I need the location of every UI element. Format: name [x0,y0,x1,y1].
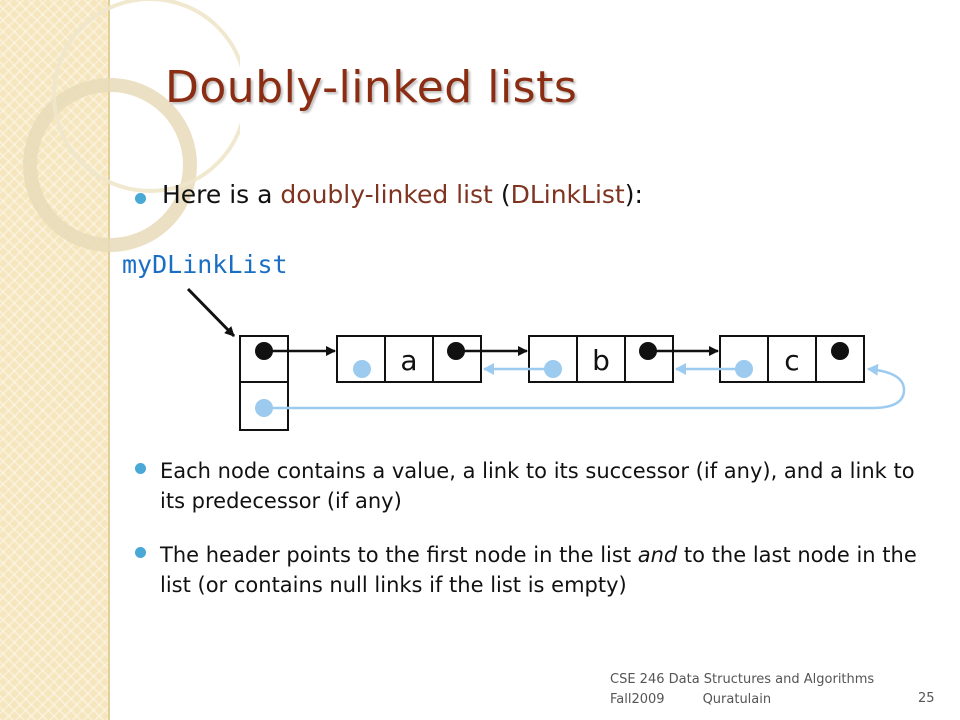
node-a: a [336,335,482,383]
bullet-intro-suffix: ): [624,180,643,209]
bullet-intro-middle: ( [492,180,511,209]
node-a-value-cell [384,335,434,383]
name-pointer-arrow [186,287,236,338]
header-last-dot [255,399,273,417]
footer-term: Fall2009 [610,692,665,707]
node-a-prev-dot [353,360,371,378]
header-to-c-arrow [270,363,906,410]
node-b-next-dot [639,342,657,360]
node-c-value-cell [767,335,817,383]
list-name-label: myDLinkList [122,250,288,279]
node-b: b [528,335,674,383]
bullet-intro-term: doubly-linked list [280,180,493,209]
node-c-label: c [784,344,799,377]
node-b-prev-dot [544,360,562,378]
bullet-header-part2: to the last node in the list (or contain… [160,543,917,597]
page-number: 25 [918,691,935,706]
node-c-prev-dot [735,360,753,378]
footer-course: CSE 246 Data Structures and Algorithms [610,672,875,687]
node-b-label: b [592,344,610,377]
decorative-sidebar [0,0,110,720]
bullet-header-part1: The header points to the first node in t… [160,543,638,567]
bullet-marker-1 [135,193,146,204]
slide-footer: CSE 246 Data Structures and Algorithms F… [610,670,880,710]
bullet-marker-2 [135,463,146,474]
node-b-next-cell [624,335,674,383]
bullet-intro-prefix: Here is a [162,180,281,209]
node-c: c [719,335,865,383]
bullet-marker-3 [135,547,146,558]
footer-author: Quratulain [702,692,772,707]
bullet-header-emphasis: and [637,543,678,567]
bullet-intro: Here is a doubly-linked list (DLinkList)… [162,180,643,209]
header-first-dot [255,342,273,360]
bullet-header-pointers: The header points to the first node in t… [160,540,920,600]
node-c-next-dot [831,342,849,360]
decorative-rings [23,0,240,252]
bullet-intro-class-name: DLinkList [510,180,625,209]
node-a-next-dot [447,342,465,360]
node-c-prev-cell [719,335,769,383]
node-a-label: a [400,344,417,377]
slide-title: Doubly-linked lists [165,62,578,113]
bullet-node-contents: Each node contains a value, a link to it… [160,459,915,513]
